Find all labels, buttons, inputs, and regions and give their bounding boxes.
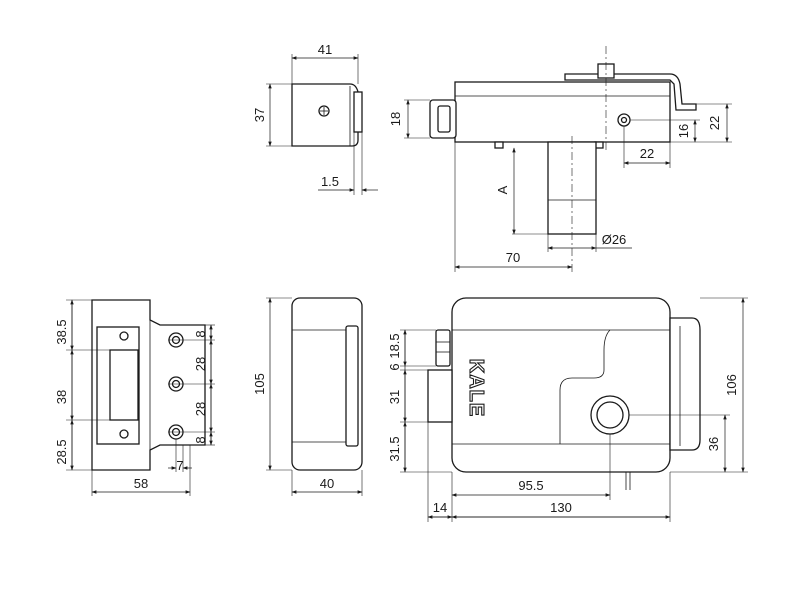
strike-plate-view: 38.5 38 28.5 8 28 28 8 7 58 bbox=[54, 299, 215, 496]
dim-38: 38 bbox=[54, 390, 69, 404]
dim-hole-offset-22: 22 bbox=[640, 146, 654, 161]
dim-height-22: 22 bbox=[707, 116, 722, 130]
dim-backset-70: 70 bbox=[506, 250, 520, 265]
dim-31: 31 bbox=[387, 390, 402, 404]
dim-plate-1-5: 1.5 bbox=[321, 174, 339, 189]
top-bracket bbox=[564, 73, 697, 111]
dim-spacing-28-b: 28 bbox=[193, 402, 208, 416]
front-view: KALE 18.5 6 31 31.5 106 36 95.5 14 130 bbox=[387, 297, 748, 522]
dim-width-58: 58 bbox=[134, 476, 148, 491]
dim-depth-a: A bbox=[495, 185, 510, 194]
dim-spacing-28-a: 28 bbox=[193, 357, 208, 371]
top-housing bbox=[454, 81, 671, 143]
dim-height-106: 106 bbox=[724, 374, 739, 396]
dim-bolt-offset-16: 16 bbox=[676, 124, 691, 138]
dim-height-18: 18 bbox=[388, 112, 403, 126]
dim-28-5: 28.5 bbox=[54, 439, 69, 464]
dim-18-5: 18.5 bbox=[387, 333, 402, 358]
dim-cylinder-36: 36 bbox=[706, 437, 721, 451]
dim-height-105: 105 bbox=[252, 373, 267, 395]
side-faceplate bbox=[345, 325, 359, 447]
dim-cylinder-95-5: 95.5 bbox=[518, 478, 543, 493]
front-cover-right bbox=[669, 317, 701, 451]
dim-edge-7: 7 bbox=[176, 458, 183, 473]
dim-38-5: 38.5 bbox=[54, 319, 69, 344]
dim-width-41: 41 bbox=[318, 42, 332, 57]
dim-6: 6 bbox=[387, 363, 402, 370]
top-side-view: 41 37 1.5 bbox=[252, 42, 378, 195]
dim-width-130: 130 bbox=[550, 500, 572, 515]
strike-opening bbox=[109, 349, 139, 421]
dim-height-37: 37 bbox=[252, 108, 267, 122]
side-housing bbox=[291, 297, 363, 471]
latch-block bbox=[427, 369, 453, 423]
top-main-view: 18 16 22 22 A Ø26 70 bbox=[388, 46, 732, 272]
brand-logo: KALE bbox=[465, 359, 487, 417]
dim-31-5: 31.5 bbox=[387, 436, 402, 461]
dim-edge-14: 14 bbox=[433, 500, 447, 515]
dim-width-40: 40 bbox=[320, 476, 334, 491]
dim-hole-top-8: 8 bbox=[193, 330, 208, 337]
latch-pin bbox=[435, 329, 451, 367]
front-panel-curve bbox=[559, 329, 611, 444]
side-plate bbox=[353, 91, 363, 133]
dim-hole-bottom-8: 8 bbox=[193, 436, 208, 443]
dim-diameter-26: Ø26 bbox=[602, 232, 627, 247]
cylinder-inner bbox=[596, 401, 624, 429]
side-view: 105 40 bbox=[252, 297, 363, 496]
